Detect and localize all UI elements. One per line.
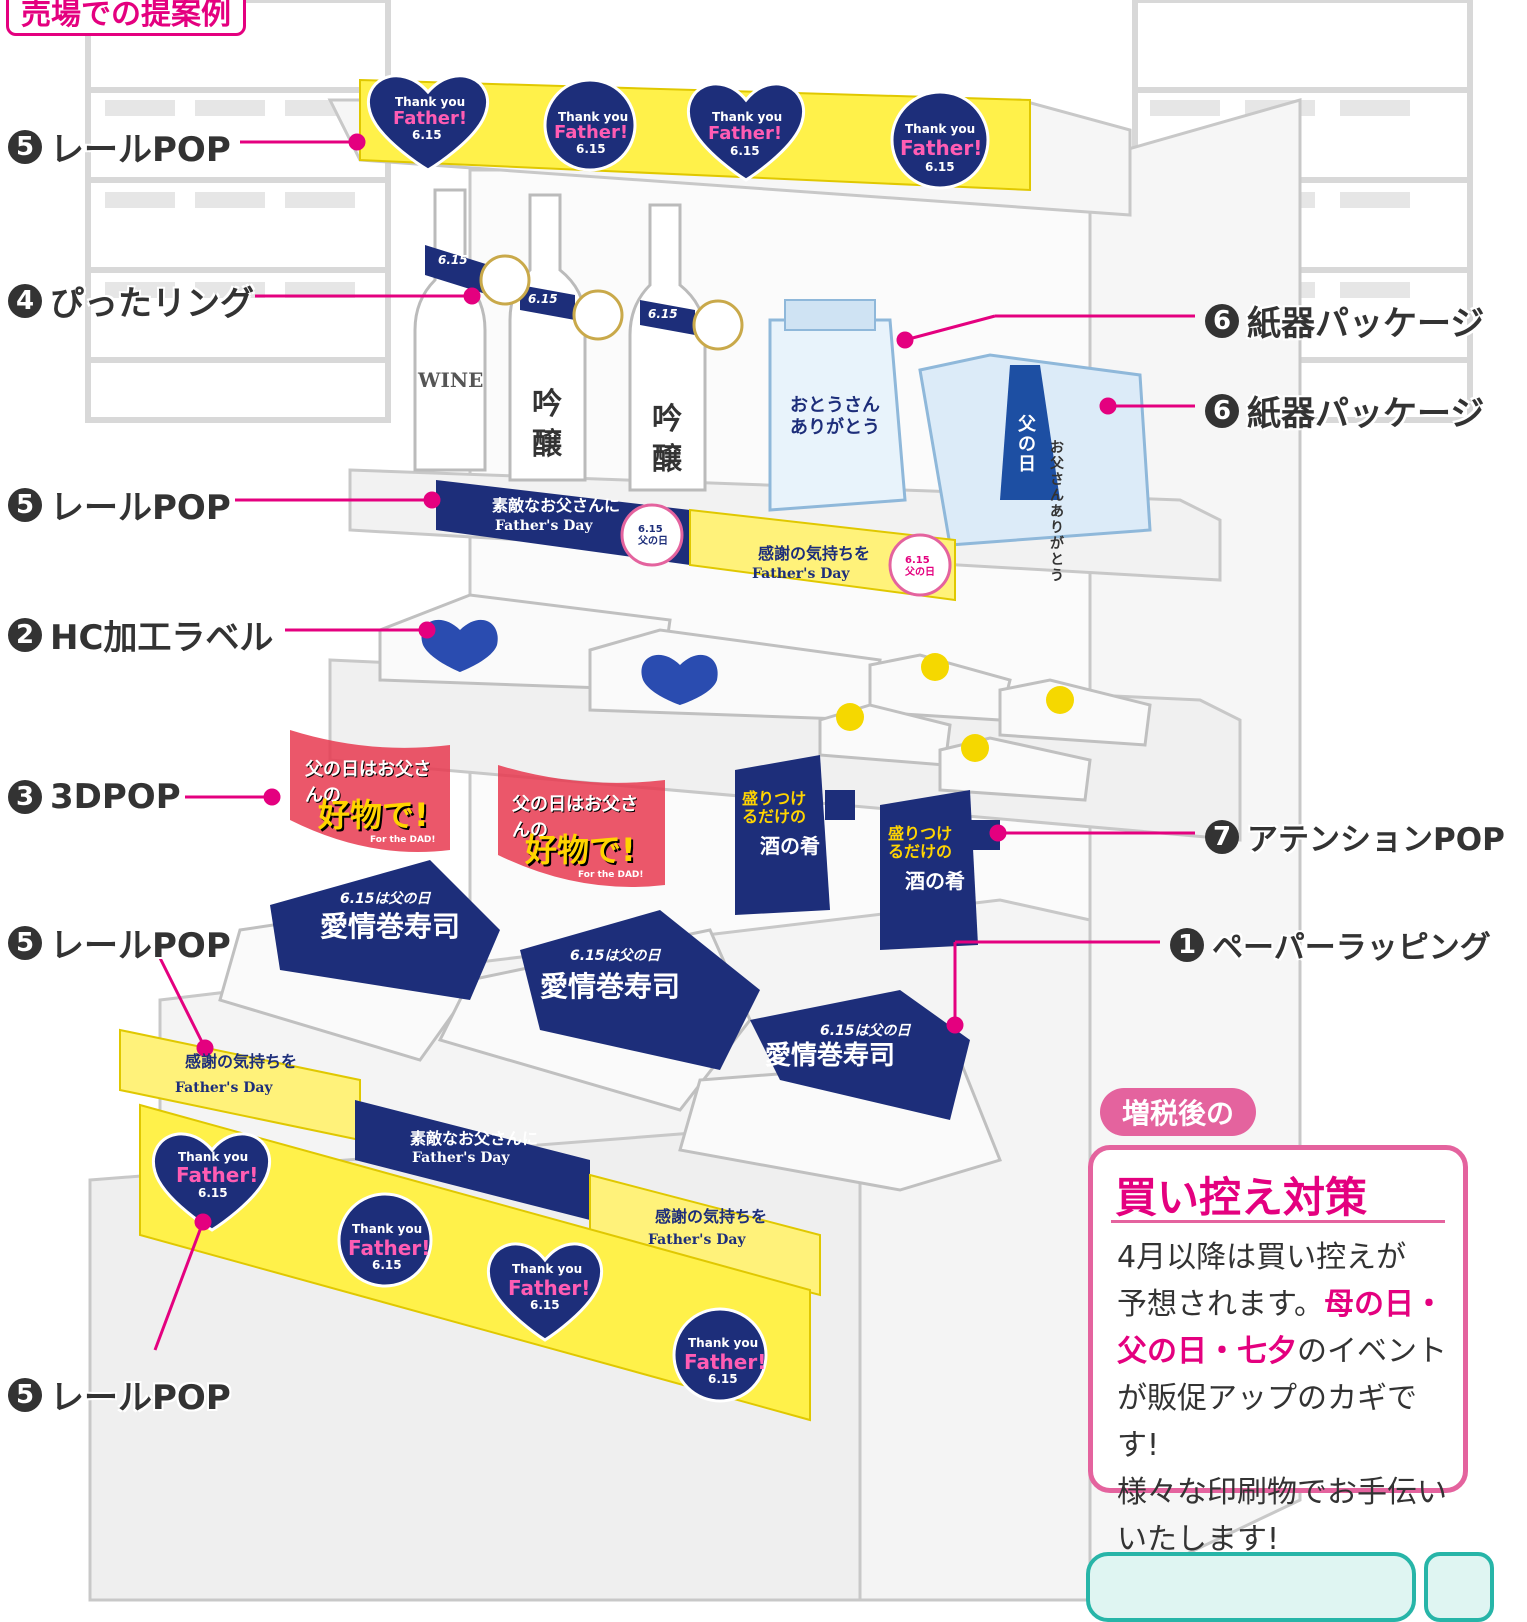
package-bag-text: おとうさんありがとう bbox=[790, 395, 880, 438]
rail-fathers-day-3: Father's Day bbox=[175, 1080, 273, 1096]
pop-date-4: 6.15 bbox=[925, 160, 955, 174]
pop-date-3: 6.15 bbox=[730, 144, 760, 158]
rail-fathers-day-4: Father's Day bbox=[412, 1150, 510, 1166]
paper-package-bag bbox=[768, 299, 907, 512]
rail-fathers-day-2: Father's Day bbox=[752, 566, 850, 582]
3dpop-text-2: 好物で! bbox=[318, 796, 429, 834]
wrap-main-2: 愛情巻寿司 bbox=[540, 970, 681, 1003]
footer-teal-box bbox=[1086, 1552, 1416, 1622]
attention-text-2: 酒の肴 bbox=[760, 834, 820, 858]
pop-date-8: 6.15 bbox=[708, 1372, 738, 1386]
ring-date-3: 6.15 bbox=[648, 307, 678, 321]
attention-text-4: 酒の肴 bbox=[905, 869, 965, 893]
rail-gratitude-3: 感謝の気持ちを bbox=[655, 1207, 768, 1226]
pop-father-1: Father! bbox=[393, 108, 468, 129]
callout-divider bbox=[1111, 1220, 1445, 1223]
3dpop-for-dad-1: For the DAD! bbox=[370, 835, 436, 845]
ring-date-1: 6.15 bbox=[438, 253, 468, 267]
pop-date-7: 6.15 bbox=[530, 1298, 560, 1312]
pop-father-5: Father! bbox=[176, 1163, 259, 1187]
background-shelf-left bbox=[85, 0, 391, 423]
pop-thank-you-6: Thank you bbox=[352, 1222, 423, 1236]
pop-date-6: 6.15 bbox=[372, 1258, 402, 1272]
hc-labels bbox=[421, 619, 1074, 762]
ring-bands bbox=[425, 245, 744, 351]
paper-wrapping bbox=[270, 860, 970, 1120]
pop-father-2: Father! bbox=[554, 122, 629, 143]
page-title: 売場での提案例 bbox=[6, 0, 246, 36]
ginjo-label-2: 吟醸 bbox=[652, 402, 682, 477]
attention-text-3: 盛りつけるだけの bbox=[888, 824, 953, 861]
3dpop-text-1: 父の日はお父さんの bbox=[305, 759, 431, 806]
attention-pops bbox=[735, 755, 1000, 950]
rail-fathers-day-5: Father's Day bbox=[648, 1232, 746, 1248]
pop-father-6: Father! bbox=[348, 1236, 431, 1260]
wrap-sub-2: 6.15は父の日 bbox=[570, 948, 661, 964]
rail-nice-father: 素敵なお父さんに bbox=[492, 496, 621, 515]
wrap-sub-3: 6.15は父の日 bbox=[820, 1023, 911, 1039]
rail-fathers-day-1: Father's Day bbox=[495, 518, 593, 534]
pop-thank-you-5: Thank you bbox=[178, 1150, 249, 1164]
3dpop-text-4: 好物で! bbox=[525, 831, 636, 869]
ring-date-2: 6.15 bbox=[528, 292, 558, 306]
rail-badge-1: 6.15 父の日 bbox=[638, 524, 668, 547]
callout-pill: 増税後の bbox=[1100, 1088, 1257, 1136]
3dpop-text-3: 父の日はお父さんの bbox=[512, 794, 638, 841]
pop-father-3: Father! bbox=[708, 123, 783, 144]
pop-date-1: 6.15 bbox=[412, 128, 442, 142]
attention-text-1: 盛りつけるだけの bbox=[742, 789, 807, 826]
top-rail-pop bbox=[359, 74, 1031, 192]
bottom-rail-pop bbox=[119, 1028, 821, 1422]
wrap-sub-1: 6.15は父の日 bbox=[340, 891, 431, 907]
pop-date-5: 6.15 bbox=[198, 1186, 228, 1200]
rail-gratitude-1: 感謝の気持ちを bbox=[758, 544, 871, 563]
package-shirt-text2: お父さんありがとう bbox=[1050, 440, 1064, 584]
pop-thank-you-7: Thank you bbox=[512, 1262, 583, 1276]
paper-package-shirt bbox=[918, 353, 1152, 547]
package-shirt-text: 父の日 bbox=[1018, 414, 1036, 475]
3dpop-for-dad-2: For the DAD! bbox=[578, 870, 644, 880]
pop-thank-you-4: Thank you bbox=[905, 122, 976, 136]
rail-badge-2: 6.15 父の日 bbox=[905, 555, 935, 578]
rail-nice-father-2: 素敵なお父さんに bbox=[410, 1129, 539, 1148]
wine-label: WINE bbox=[418, 368, 484, 392]
pop-father-8: Father! bbox=[684, 1350, 767, 1374]
pop-date-2: 6.15 bbox=[576, 142, 606, 156]
pop-father-7: Father! bbox=[508, 1276, 591, 1300]
wrap-main-3: 愛情巻寿司 bbox=[765, 1041, 896, 1071]
callout-box: 買い控え対策 4月以降は買い控えが 予想されます。母の日・ 父の日・七夕のイベン… bbox=[1088, 1145, 1468, 1557]
footer-teal-box-2 bbox=[1424, 1552, 1494, 1622]
wrap-main-1: 愛情巻寿司 bbox=[320, 910, 461, 943]
leader-lines bbox=[153, 133, 1195, 1351]
pop-thank-you-8: Thank you bbox=[688, 1336, 759, 1350]
callout-body: 4月以降は買い控えが 予想されます。母の日・ 父の日・七夕のイベント が販促アッ… bbox=[1117, 1240, 1447, 1557]
3d-pop bbox=[290, 730, 665, 887]
callout-heading: 買い控え対策 bbox=[1115, 1173, 1368, 1222]
pop-thank-you-1: Thank you bbox=[395, 95, 466, 109]
ginjo-label-1: 吟醸 bbox=[532, 387, 562, 462]
pop-thank-you-2: Thank you bbox=[558, 110, 629, 124]
rail-gratitude-2: 感謝の気持ちを bbox=[185, 1052, 298, 1071]
pop-father-4: Father! bbox=[900, 136, 983, 160]
mid-rail-pop bbox=[436, 480, 956, 602]
pop-thank-you-3: Thank you bbox=[712, 110, 783, 124]
